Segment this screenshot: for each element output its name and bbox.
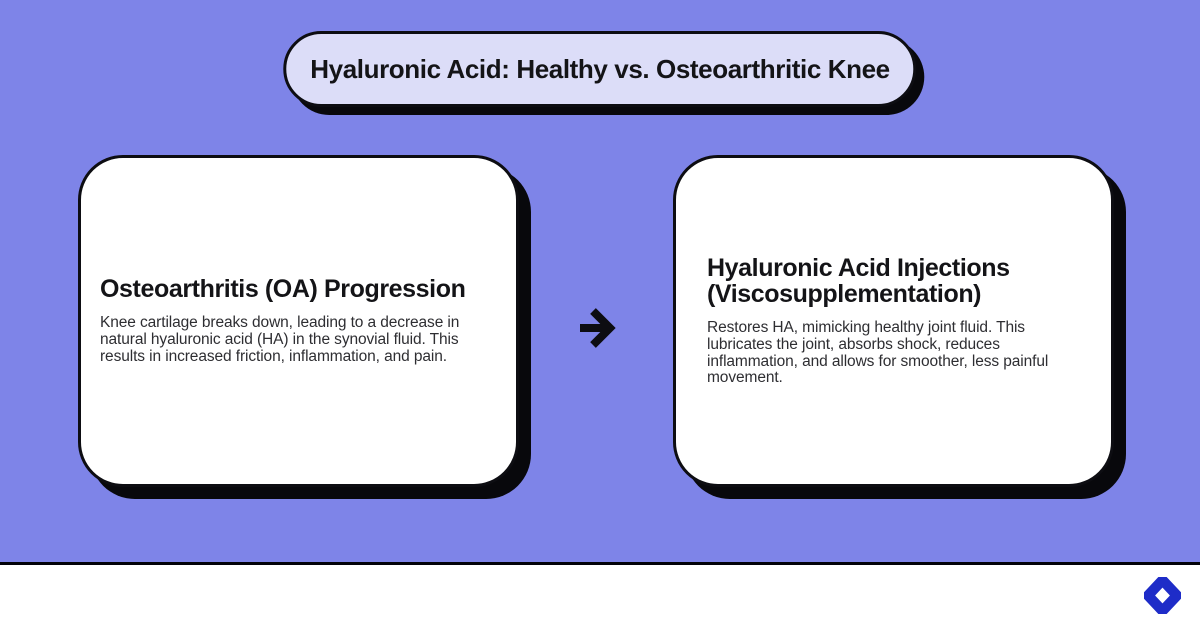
card-body: Restores HA, mimicking healthy joint flu… [707,318,1049,387]
title-pill: Hyaluronic Acid: Healthy vs. Osteoarthri… [283,31,917,107]
footer-divider [0,562,1200,565]
card-oa-progression: Osteoarthritis (OA) Progression Knee car… [78,155,519,487]
footer [0,565,1200,630]
arrow-right-icon [577,306,623,350]
card-heading: Hyaluronic Acid Injections (Viscosupplem… [707,253,1010,308]
page-title: Hyaluronic Acid: Healthy vs. Osteoarthri… [310,53,890,84]
card-body: Knee cartilage breaks down, leading to a… [100,314,460,365]
diamond-logo-icon [1142,572,1183,619]
card-ha-injections: Hyaluronic Acid Injections (Viscosupplem… [673,155,1114,487]
card-heading: Osteoarthritis (OA) Progression [100,275,466,304]
